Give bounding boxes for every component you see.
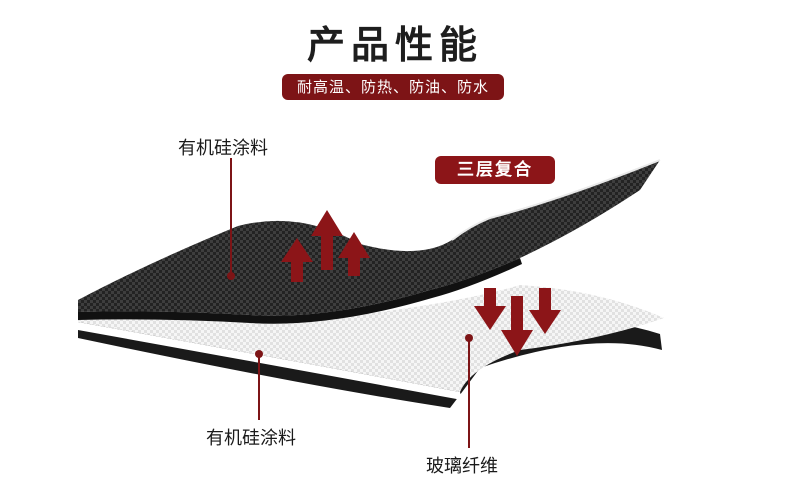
top-coating-label: 有机硅涂料 — [178, 138, 268, 159]
callout-dot-fiber — [465, 334, 473, 342]
bottom-coating-label: 有机硅涂料 — [206, 428, 296, 449]
up-arrow-icon — [281, 210, 370, 282]
subtitle-banner: 耐高温、防热、防油、防水 — [282, 74, 504, 100]
three-layer-badge: 三层复合 — [435, 156, 555, 184]
top-coating-layer — [78, 160, 660, 316]
page-title: 产品性能 — [306, 23, 483, 67]
callout-dot-top — [227, 272, 235, 280]
glass-fiber-label: 玻璃纤维 — [426, 456, 498, 477]
down-arrow-icon — [474, 288, 561, 356]
callout-dot-bottom — [255, 350, 263, 358]
